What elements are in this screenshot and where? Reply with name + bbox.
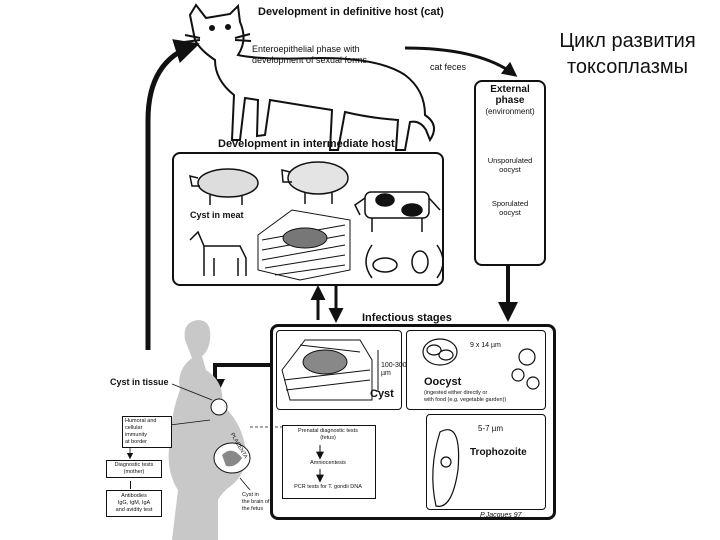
phase-line-2: development of sexual forms bbox=[252, 55, 368, 65]
unsporulated-line-2: oocyst bbox=[499, 165, 521, 174]
oocyst-ingestion-note: (ingested either directly or with food (… bbox=[424, 390, 506, 404]
fetus-1: Cyst in bbox=[242, 492, 259, 498]
fetus-3: the fetus bbox=[242, 506, 264, 512]
cyst-in-tissue-label: Cyst in tissue bbox=[110, 377, 169, 387]
antibody-1: Antibodies bbox=[121, 493, 147, 499]
antibodies-box: Antibodies IgG, IgM, IgA and avidity tes… bbox=[106, 490, 162, 517]
infectious-to-human-arrow bbox=[205, 363, 270, 399]
oocyst-label: Oocyst bbox=[424, 376, 462, 388]
antibody-2: IgG, IgM, IgA bbox=[117, 500, 151, 506]
oocyst-panel-frame bbox=[406, 330, 546, 410]
diagnostic-tests-mother-box: Diagnostic tests (mother) bbox=[106, 460, 162, 478]
external-phase-title-2: phase bbox=[495, 95, 525, 106]
external-phase-title: External phase bbox=[476, 84, 544, 106]
intermediate-host-title: Development in intermediate host bbox=[218, 138, 395, 150]
phase-line-1: Enteroepithelial phase with bbox=[252, 44, 360, 54]
prenatal-tests-label: Prenatal diagnostic tests (fetus) bbox=[284, 428, 372, 442]
cat-feces-arrow bbox=[404, 46, 518, 77]
sporulated-oocyst-label: Sporulated oocyst bbox=[476, 199, 544, 217]
antibody-3: and avidity test bbox=[115, 507, 153, 513]
return-arrow-to-cat bbox=[145, 39, 200, 350]
cyst-size-label: 100-300 µm bbox=[381, 362, 407, 378]
human-annotation-lines bbox=[126, 383, 282, 491]
immunity-box: Humoral and cellular immunity at border bbox=[122, 416, 172, 448]
cat-illustration bbox=[183, 3, 435, 151]
oocyst-drawing bbox=[422, 338, 540, 390]
mother-to-antibodies-arrow bbox=[130, 481, 131, 489]
immunity-4: at border bbox=[125, 439, 148, 445]
cyst-label: Cyst bbox=[370, 388, 394, 400]
immunity-2: cellular bbox=[125, 425, 143, 431]
prenatal-diagnostics-box bbox=[282, 425, 376, 499]
amniocentesis-label: Amniocentesis bbox=[310, 460, 346, 466]
cyst-panel-frame bbox=[276, 330, 402, 410]
sheep-illustration bbox=[281, 161, 349, 204]
diag-2: (mother) bbox=[123, 469, 145, 475]
prenatal-1: Prenatal diagnostic tests bbox=[298, 428, 358, 434]
sporulated-line-1: Sporulated bbox=[491, 199, 529, 208]
intermediate-host-box bbox=[172, 152, 444, 286]
prenatal-2: (fetus) bbox=[320, 435, 336, 441]
cow-illustration bbox=[354, 191, 441, 232]
external-phase-box bbox=[474, 80, 546, 266]
tissue-cyst-drawing bbox=[281, 339, 373, 401]
meat-tissue-illustration bbox=[257, 209, 351, 281]
unsporulated-oocyst-label: Unsporulated oocyst bbox=[476, 156, 544, 174]
pig-illustration bbox=[189, 168, 259, 205]
oocyst-note-2: with food (e.g. vegetable garden)) bbox=[424, 397, 507, 403]
slide-title-line-1: Цикл развития bbox=[559, 30, 696, 52]
trophozoite-size-label: 5-7 µm bbox=[478, 424, 504, 433]
unsporulated-line-1: Unsporulated bbox=[487, 156, 533, 165]
signature: P.Jacques 97 bbox=[480, 512, 522, 519]
trophozoite-drawing bbox=[432, 429, 460, 507]
pcr-label: PCR tests for T. gondii DNA bbox=[294, 484, 362, 490]
oocyst-size-label: 9 x 14 µm bbox=[470, 342, 501, 349]
fetus-2: the brain of bbox=[242, 499, 270, 505]
infectious-stages-title: Infectious stages bbox=[362, 312, 452, 324]
sporulated-line-2: oocyst bbox=[499, 208, 521, 217]
trophozoite-panel-frame bbox=[426, 414, 546, 510]
diag-1: Diagnostic tests bbox=[114, 462, 154, 468]
cyst-in-meat-label: Cyst in meat bbox=[190, 210, 244, 220]
enteroepithelial-phase-label: Enteroepithelial phase with development … bbox=[252, 44, 367, 66]
cyst-size-2: µm bbox=[381, 370, 391, 377]
fetus-cyst-label: Cyst in the brain of the fetus bbox=[242, 492, 270, 513]
external-phase-title-1: External bbox=[490, 84, 530, 95]
oocyst-note-1: (ingested either directly or bbox=[424, 390, 488, 396]
definitive-host-title: Development in definitive host (cat) bbox=[258, 6, 444, 18]
environment-label: (environment) bbox=[485, 107, 535, 116]
cyst-size-1: 100-300 bbox=[381, 362, 407, 369]
horse-illustration bbox=[189, 230, 247, 276]
cat-feces-label: cat feces bbox=[430, 62, 467, 72]
trophozoite-label: Trophozoite bbox=[470, 447, 527, 458]
infectious-stages-box bbox=[270, 324, 556, 520]
slide-title-line-2: токсоплазмы bbox=[566, 56, 689, 78]
immunity-1: Humoral and bbox=[125, 418, 157, 424]
pregnant-woman-silhouette bbox=[168, 320, 251, 540]
immunity-3: immunity bbox=[125, 432, 148, 438]
slide-title: Цикл развития токсоплазмы bbox=[540, 28, 715, 80]
